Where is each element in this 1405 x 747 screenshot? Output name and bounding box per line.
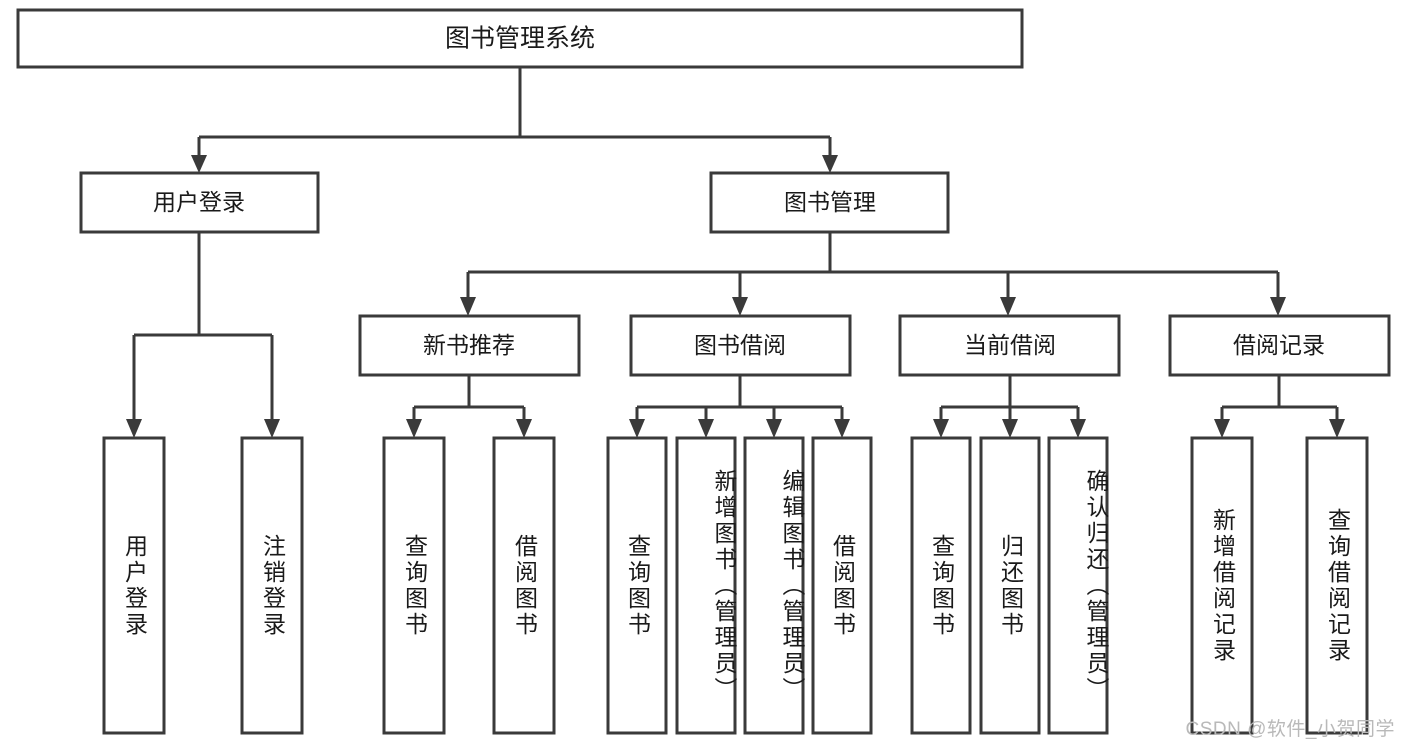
arrow-borrow-leaf-4: [834, 419, 850, 438]
arrow-current-leaf-2: [1002, 419, 1018, 438]
leaf-box-current-borrow-1[interactable]: [910, 436, 972, 735]
leaf-box-borrow-record-2[interactable]: [1305, 436, 1369, 735]
node-root[interactable]: 图书管理系统: [16, 8, 1024, 69]
node-book-management[interactable]: 图书管理: [709, 171, 950, 234]
arrow-borrow-leaf-2: [698, 419, 714, 438]
arrow-borrow-leaf-1: [629, 419, 645, 438]
leaf-box-book-borrow-4[interactable]: [811, 436, 873, 735]
arrow-root-to-user-login: [191, 155, 207, 173]
node-book-borrow-label: 图书借阅: [694, 332, 786, 358]
leaf-box-new-book-2[interactable]: [492, 436, 556, 735]
node-borrow-record-label: 借阅记录: [1233, 332, 1325, 358]
node-new-book-recommend[interactable]: 新书推荐: [358, 314, 581, 377]
node-borrow-record[interactable]: 借阅记录: [1168, 314, 1391, 377]
arrow-record-leaf-2: [1329, 419, 1345, 438]
arrow-borrow-leaf-3: [766, 419, 782, 438]
node-current-borrow[interactable]: 当前借阅: [898, 314, 1121, 377]
leaf-box-current-borrow-3[interactable]: [1047, 436, 1109, 735]
node-book-borrow[interactable]: 图书借阅: [629, 314, 852, 377]
csdn-watermark: CSDN @软件_小贺同学: [1185, 719, 1395, 740]
leaf-box-user-login-2[interactable]: [240, 436, 304, 735]
connectors-group: [126, 67, 1345, 438]
node-root-label: 图书管理系统: [445, 25, 595, 53]
arrow-userlogin-leaf-2: [264, 419, 280, 438]
node-book-borrow-box[interactable]: [629, 314, 852, 377]
node-user-login-label: 用户登录: [153, 189, 245, 215]
node-user-login-box[interactable]: [79, 171, 320, 234]
node-borrow-record-box[interactable]: [1168, 314, 1391, 377]
leaf-box-current-borrow-2[interactable]: [979, 436, 1041, 735]
arrow-current-leaf-3: [1070, 419, 1086, 438]
arrow-bookmgmt-child-3: [1000, 297, 1016, 316]
leaf-box-book-borrow-1[interactable]: [606, 436, 668, 735]
arrow-bookmgmt-child-1: [460, 297, 476, 316]
arrow-newbook-leaf-2: [516, 419, 532, 438]
node-root-box[interactable]: [16, 8, 1024, 69]
leaf-box-book-borrow-3[interactable]: [743, 436, 805, 735]
node-new-book-recommend-label: 新书推荐: [423, 332, 515, 358]
node-book-management-box[interactable]: [709, 171, 950, 234]
arrow-record-leaf-1: [1214, 419, 1230, 438]
arrow-newbook-leaf-1: [406, 419, 422, 438]
arrow-userlogin-leaf-1: [126, 419, 142, 438]
node-current-borrow-box[interactable]: [898, 314, 1121, 377]
arrow-bookmgmt-child-2: [732, 297, 748, 316]
node-user-login[interactable]: 用户登录: [79, 171, 320, 234]
arrow-current-leaf-1: [933, 419, 949, 438]
arrow-root-to-book-mgmt: [822, 155, 838, 173]
leaf-box-book-borrow-2[interactable]: [675, 436, 737, 735]
arrow-bookmgmt-child-4: [1270, 297, 1286, 316]
node-current-borrow-label: 当前借阅: [964, 332, 1056, 358]
leaf-box-borrow-record-1[interactable]: [1190, 436, 1254, 735]
node-book-management-label: 图书管理: [784, 189, 876, 215]
leaf-box-new-book-1[interactable]: [382, 436, 446, 735]
leaf-box-user-login-1[interactable]: [102, 436, 166, 735]
node-new-book-recommend-box[interactable]: [358, 314, 581, 377]
